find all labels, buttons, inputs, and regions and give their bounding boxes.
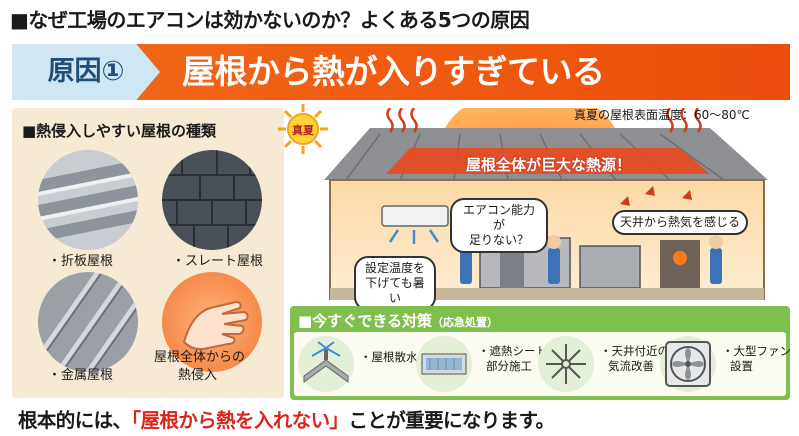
measure-heat-shield-line2: 部分施工 bbox=[486, 358, 532, 373]
cause-title: 屋根から熱が入りすぎている bbox=[182, 52, 605, 91]
roof-sprinkler-icon bbox=[298, 336, 354, 392]
speech-bubble-setting: 設定温度を 下げても暑い bbox=[354, 256, 436, 311]
measure-roof-sprinkler: ・屋根散水 bbox=[298, 336, 418, 392]
roof-label-metal: ・金属屋根 bbox=[48, 368, 114, 383]
heat-shield-sheet-icon bbox=[416, 336, 472, 392]
roof-label-folded-plate: ・折板屋根 bbox=[48, 254, 114, 269]
sun-icon bbox=[278, 104, 328, 154]
roof-temperature-note: 真夏の屋根表面温度：60〜80℃ bbox=[574, 108, 751, 122]
measure-large-fan: ・大型ファン 設置 bbox=[660, 336, 791, 392]
measure-large-fan-line2: 設置 bbox=[730, 358, 753, 373]
bubble-ceiling-text: 天井から熱気を感じる bbox=[620, 215, 741, 229]
page-title: ■なぜ工場のエアコンは効かないのか？よくある5つの原因 bbox=[10, 8, 530, 32]
measure-label-large-fan: ・大型ファン 設置 bbox=[722, 344, 791, 374]
measure-airflow-line1: ・天井付近の bbox=[600, 344, 669, 358]
bubble-ac-line1: エアコン能力が bbox=[462, 203, 535, 232]
roof-label-whole-roof-line1: 屋根全体からの bbox=[154, 350, 246, 365]
metal-roof-icon bbox=[38, 272, 138, 372]
speech-bubble-ac: エアコン能力が 足りない？ bbox=[450, 198, 548, 253]
folded-plate-roof-icon bbox=[38, 150, 138, 250]
summer-label: 真夏 bbox=[292, 124, 314, 137]
measure-airflow-line2: 気流改善 bbox=[608, 358, 654, 373]
cause-banner: 原因① 屋根から熱が入りすぎている bbox=[12, 44, 790, 100]
roof-types-panel: ■熱侵入しやすい屋根の種類 ・折板屋根 ・スレー bbox=[12, 108, 284, 398]
airflow-icon bbox=[538, 336, 594, 392]
quick-measures-title-sub: （応急処置） bbox=[432, 316, 499, 329]
measure-heat-shield-sheet: ・遮熱シート 部分施工 bbox=[416, 336, 547, 392]
conclusion-text: 根本的には、「屋根から熱を入れない」ことが重要になります。 bbox=[18, 404, 555, 433]
measure-label-roof-sprinkler: ・屋根散水 bbox=[360, 350, 418, 364]
measure-large-fan-line1: ・大型ファン bbox=[722, 344, 791, 358]
speech-bubble-ceiling: 天井から熱気を感じる bbox=[612, 210, 749, 235]
conclusion-after: ことが重要になります。 bbox=[348, 409, 555, 432]
bubble-setting-line1: 設定温度を bbox=[364, 261, 425, 275]
conclusion-emphasis: 「屋根から熱を入れない」 bbox=[131, 409, 349, 432]
measure-heat-shield-line1: ・遮熱シート bbox=[478, 344, 547, 358]
quick-measures-title-main: ■今すぐできる対策 bbox=[298, 312, 433, 330]
measure-label-airflow: ・天井付近の 気流改善 bbox=[600, 344, 669, 374]
hand-heat-icon bbox=[162, 272, 262, 372]
roof-label-whole-roof-line2: 熱侵入 bbox=[178, 368, 218, 383]
bubble-setting-line2: 下げても暑い bbox=[365, 276, 425, 305]
quick-measures-body: ・屋根散水 ・遮熱シート 部分施工 ・天井付近の 気流改善 bbox=[294, 332, 791, 396]
roof-label-slate: ・スレート屋根 bbox=[172, 254, 264, 269]
measure-airflow: ・天井付近の 気流改善 bbox=[538, 336, 669, 392]
conclusion-before: 根本的には、 bbox=[18, 409, 132, 432]
large-fan-icon bbox=[660, 336, 716, 392]
bubble-ac-line2: 足りない？ bbox=[468, 233, 529, 247]
slate-roof-icon bbox=[162, 150, 262, 250]
cause-label: 原因① bbox=[12, 44, 160, 100]
roof-types-title: ■熱侵入しやすい屋根の種類 bbox=[22, 122, 217, 140]
quick-measures-title: ■今すぐできる対策（応急処置） bbox=[298, 310, 498, 331]
quick-measures-panel: ■今すぐできる対策（応急処置） ・屋根散水 ・遮熱シート 部分施工 ・天井付近の bbox=[290, 306, 791, 400]
heat-source-label: 屋根全体が巨大な熱源！ bbox=[466, 156, 632, 174]
measure-label-heat-shield-sheet: ・遮熱シート 部分施工 bbox=[478, 344, 547, 374]
